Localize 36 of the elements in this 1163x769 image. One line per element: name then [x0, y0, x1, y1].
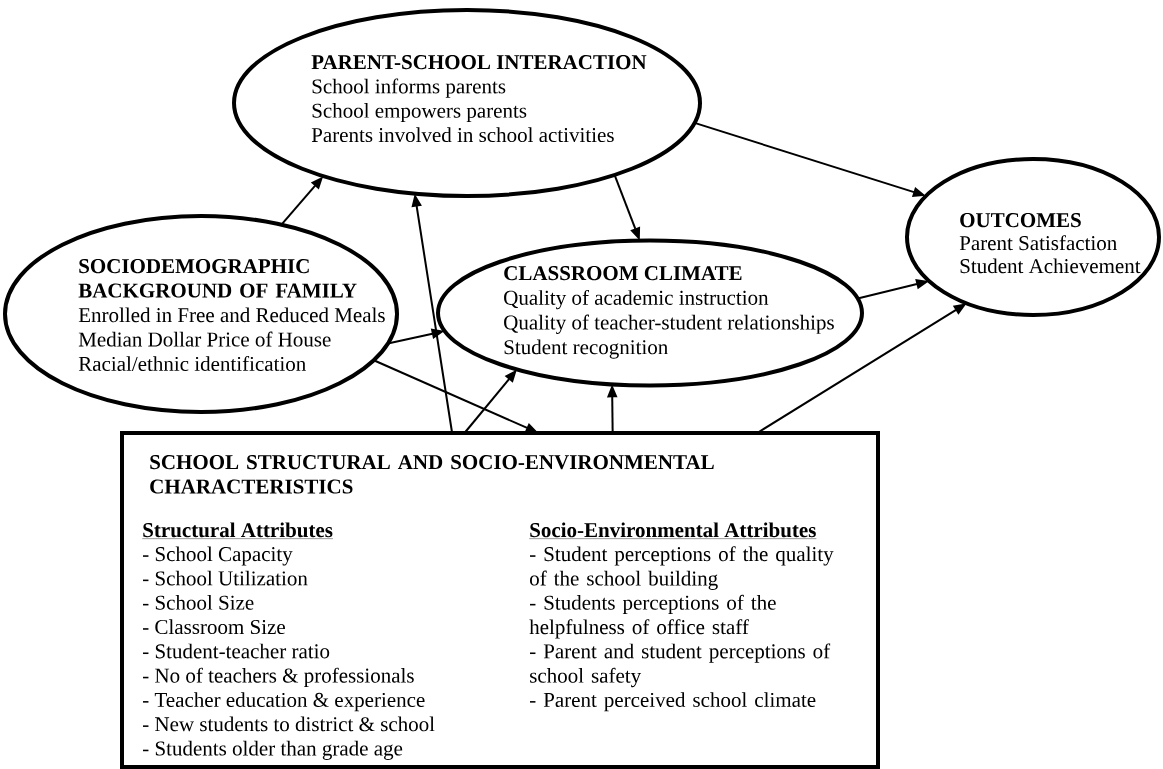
list-item: Quality of teacher-student relationships — [504, 314, 834, 334]
list-item: Enrolled in Free and Reduced Meals — [78, 307, 385, 323]
heading-text: SCHOOL STRUCTURAL AND SOCIO-ENVIRONMENTAL CHARACTERISTICS — [150, 455, 714, 494]
heading-text: CLASSROOM CLIMATE — [504, 266, 742, 281]
list-item: School empowers parents — [312, 103, 527, 123]
ellipse-node — [3, 214, 399, 414]
list-item: Racial/ethnic identification — [78, 356, 306, 371]
framed-box — [120, 431, 880, 769]
list-item: - Classroom Size — [143, 619, 285, 635]
ellipse-node — [436, 238, 864, 388]
column-heading: Socio-Environmental Attributes — [529, 522, 817, 539]
list-item: Quality of academic instruction — [504, 289, 769, 310]
list-item: Parent Satisfaction — [959, 235, 1117, 251]
ellipse-node — [232, 8, 702, 198]
list-item: Median Dollar Price of House — [78, 331, 331, 347]
heading-text: OUTCOMES — [960, 213, 1081, 228]
heading-text: PARENT-SCHOOL INTERACTION — [311, 55, 647, 70]
list-item: Student Achievement — [960, 258, 1141, 274]
list-item: - Parent and student perceptions of school safety — [530, 643, 831, 688]
heading-text: SOCIODEMOGRAPHIC BACKGROUND OF FAMILY — [78, 259, 357, 298]
list-item: - School Utilization — [143, 570, 308, 586]
column-heading: Structural Attributes — [142, 522, 334, 539]
list-item: - New students to district & school — [143, 716, 435, 732]
list-item: - School Size — [143, 595, 254, 610]
list-item: Parents involved in school activities — [311, 127, 614, 143]
list-item: - Student-teacher ratio — [143, 643, 330, 659]
list-item: - Parent perceived school climate — [530, 692, 816, 712]
list-item: Student recognition — [504, 339, 668, 359]
list-item: - School Capacity — [143, 546, 293, 566]
ellipse-node — [905, 157, 1161, 317]
list-item: - Student perceptions of the quality of the school building — [530, 546, 834, 590]
list-item: School informs parents — [312, 78, 506, 98]
list-item: - Students older than grade age — [143, 740, 403, 760]
list-item: - Students perceptions of the helpfulness of office staff — [529, 594, 776, 639]
list-item: - Teacher education & experience — [143, 692, 425, 712]
list-item: - No of teachers & professionals — [143, 667, 414, 687]
